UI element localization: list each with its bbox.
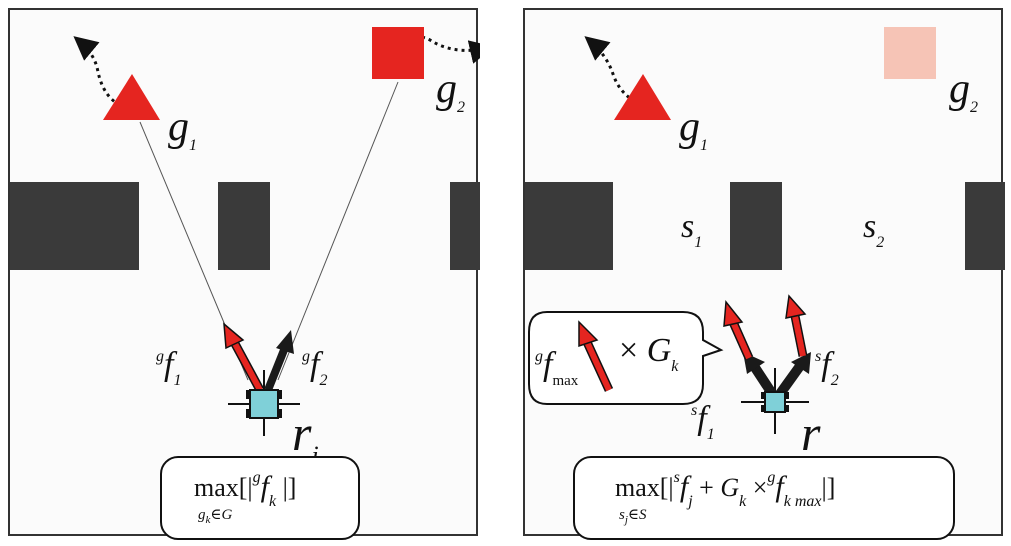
- goal-trajectory-g1: [584, 36, 642, 107]
- goal-label-g1: g1: [679, 104, 708, 154]
- wall: [730, 182, 782, 270]
- force-label-s-f2: sf2: [815, 346, 839, 389]
- callout-arrow: [578, 320, 614, 392]
- goal-trajectory-g2: [396, 35, 480, 64]
- wall: [965, 182, 1005, 270]
- goal-trajectory-g1: [73, 36, 121, 107]
- formula-right: max[|sfj + Gk ×gfk max|]: [615, 469, 836, 510]
- wall: [525, 182, 613, 270]
- right-diagram: [525, 27, 1005, 434]
- formula-left: max[|gfk |]: [194, 469, 297, 510]
- subgoal-label-s2: s2: [863, 208, 885, 251]
- wall: [218, 182, 270, 270]
- force-arrow-g2: [264, 330, 294, 392]
- goal-label-g1: g1: [168, 104, 197, 154]
- goal-g1-triangle: [614, 74, 671, 120]
- formula-left-under: gk∈G: [198, 507, 233, 526]
- robot: [761, 391, 789, 413]
- callout-force-label: gfmax: [535, 346, 579, 389]
- wall: [10, 182, 139, 270]
- sight-line-g2: [277, 81, 399, 381]
- goal-g1-triangle: [103, 74, 160, 120]
- robot-label: ri: [292, 405, 319, 469]
- goal-label-g2: g2: [436, 66, 465, 116]
- callout-gain-label: × Gk: [619, 332, 679, 375]
- formula-box-left: max[|gfk |] gk∈G: [160, 456, 360, 540]
- formula-box-right: max[|sfj + Gk ×gfk max|] sj∈S: [573, 456, 955, 540]
- right-panel: g1 g2 s1 s2 sf1 sf2 r gfmax × Gk max[|sf…: [523, 8, 1005, 540]
- goal-g2-square: [372, 27, 424, 79]
- weighted-arrow-1: [723, 300, 754, 360]
- subgoal-label-s1: s1: [681, 208, 703, 251]
- goal-g2-square-faded: [884, 27, 936, 79]
- formula-right-under: sj∈S: [619, 507, 647, 526]
- force-label-g-f2: gf2: [302, 346, 328, 389]
- weighted-arrow-2: [785, 294, 808, 357]
- left-panel: g1 g2 gf1 gf2 ri max[|gfk |] gk∈G: [8, 8, 480, 540]
- robot-label: r: [801, 405, 821, 461]
- left-diagram: [10, 27, 480, 436]
- goal-label-g2: g2: [949, 66, 978, 116]
- force-label-s-f1: sf1: [691, 400, 715, 443]
- force-arrow-g1: [223, 322, 264, 393]
- wall: [450, 182, 480, 270]
- robot: [246, 389, 282, 419]
- force-label-g-f1: gf1: [156, 346, 182, 389]
- callout-bubble: [528, 311, 724, 405]
